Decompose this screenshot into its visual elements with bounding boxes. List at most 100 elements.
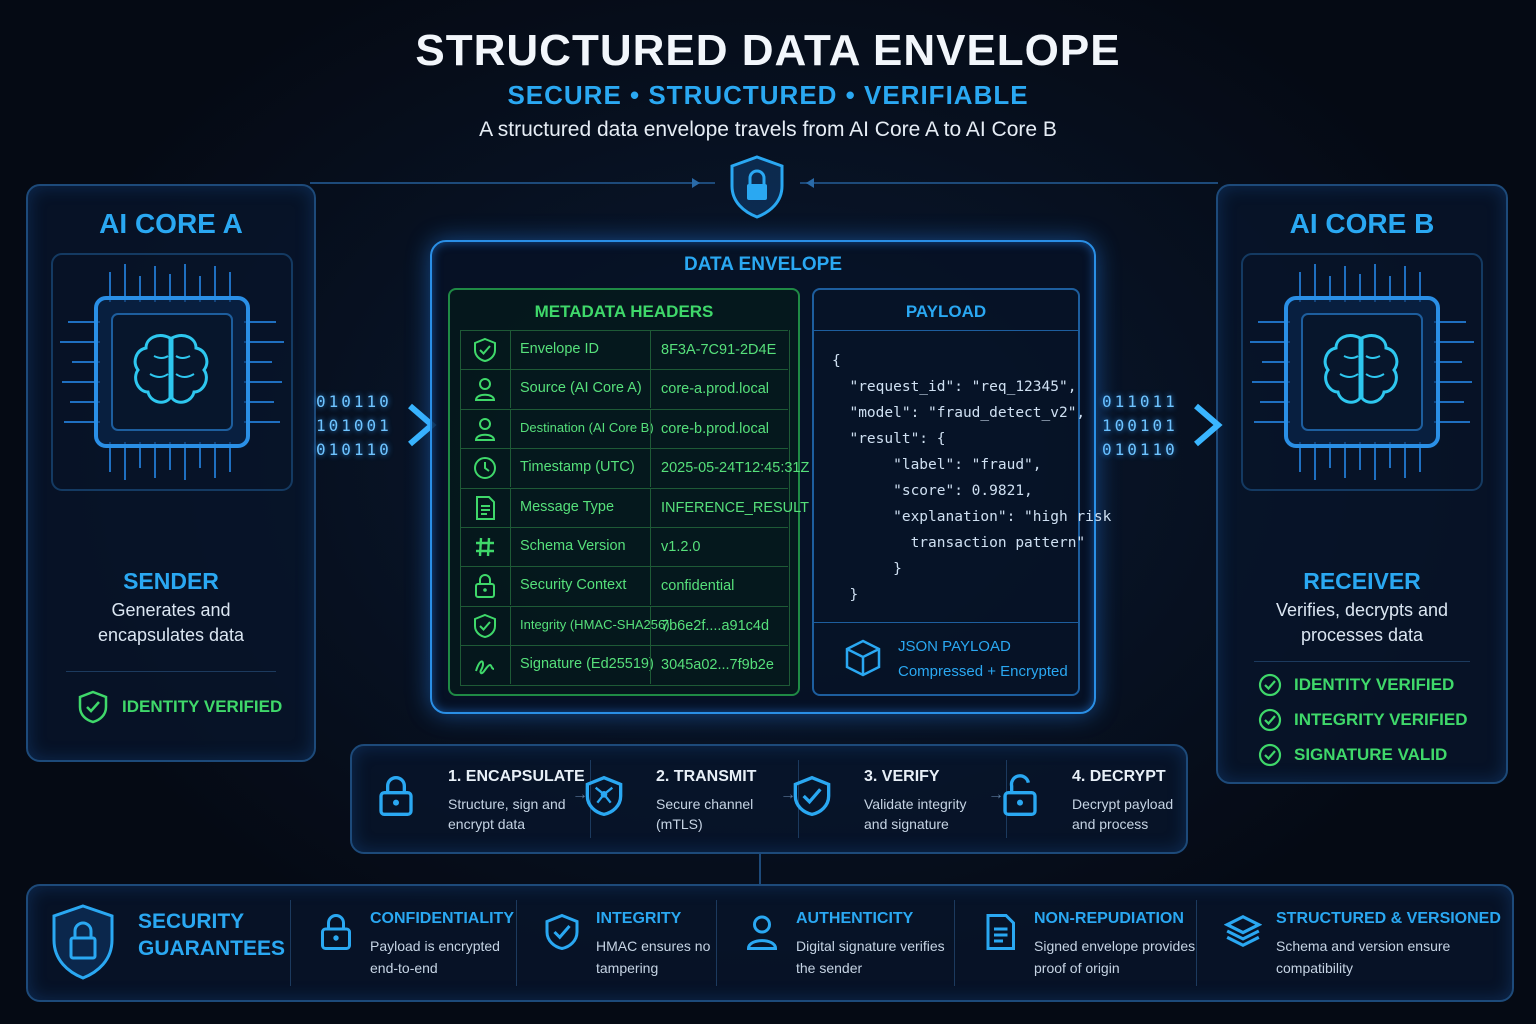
guarantees-title-2: GUARANTEES	[138, 937, 286, 960]
core-b-role: RECEIVER	[1303, 568, 1421, 594]
step-desc: Decrypt payload	[1072, 796, 1174, 812]
shield-check-icon	[792, 774, 832, 823]
metadata-value: 7b6e2f....a91c4d	[650, 606, 769, 645]
step-title: 3. VERIFY	[864, 768, 940, 785]
metadata-key: Timestamp (UTC)	[520, 459, 635, 476]
core-b-chip-icon	[1241, 253, 1483, 491]
bits-line: 010110	[316, 440, 392, 459]
hash-icon	[460, 528, 511, 566]
arrow-right-icon: →	[780, 786, 796, 803]
metadata-row: Envelope ID 8F3A-7C91-2D4E	[460, 330, 788, 369]
step-desc: Structure, sign and	[448, 796, 566, 812]
divider	[954, 900, 955, 986]
core-a-desc-1: Generates and	[111, 600, 231, 620]
code-line: "explanation": "high risk	[832, 509, 1112, 525]
step-title: 1. ENCAPSULATE	[448, 768, 585, 785]
metadata-key: Source (AI Core A)	[520, 380, 642, 397]
metadata-key: Integrity (HMAC-SHA256)	[520, 616, 670, 632]
layers-icon	[1223, 912, 1263, 955]
metadata-value: INFERENCE_RESULT	[650, 488, 809, 527]
metadata-key: Security Context	[520, 577, 627, 594]
metadata-key: Destination (AI Core B)	[520, 419, 654, 435]
shield-check-icon	[544, 912, 580, 957]
core-b-desc-1: Verifies, decrypts and	[1275, 600, 1449, 620]
metadata-key: Envelope ID	[520, 341, 599, 357]
page-title: STRUCTURED DATA ENVELOPE	[415, 26, 1121, 75]
user-icon	[460, 370, 511, 409]
bits-line: 100101	[1102, 416, 1178, 435]
cube-icon	[845, 639, 881, 677]
top-shield-lock-icon	[730, 155, 784, 219]
payload-code: { "request_id": "req_12345", "model": "f…	[832, 348, 1111, 608]
divider	[516, 900, 517, 986]
shield-check-icon	[460, 606, 511, 645]
bits-line: 011011	[1102, 392, 1178, 411]
metadata-row: Timestamp (UTC)2025-05-24T12:45:31Z	[460, 448, 809, 488]
data-envelope: DATA ENVELOPE METADATA HEADERS Envelope …	[430, 240, 1111, 714]
page-tagline: A structured data envelope travels from …	[479, 118, 1057, 141]
core-b-title: AI CORE B	[1289, 208, 1435, 239]
lock-icon	[318, 912, 354, 957]
payload-footer-title: JSON PAYLOAD	[898, 638, 1011, 655]
metadata-row: Integrity (HMAC-SHA256)7b6e2f....a91c4d	[460, 605, 788, 645]
document-icon	[982, 912, 1018, 957]
core-a-chip-icon	[51, 253, 293, 491]
code-line: transaction pattern"	[832, 535, 1086, 551]
network-shield-icon	[584, 774, 624, 823]
guarantee-desc: Payload is encrypted	[370, 938, 500, 954]
guarantee-desc: Digital signature verifies	[796, 938, 945, 954]
metadata-row: Signature (Ed25519)3045a02...7f9b2e	[460, 645, 788, 685]
metadata-value: 8F3A-7C91-2D4E	[650, 331, 776, 369]
guarantee-desc: Signed envelope provides	[1034, 938, 1196, 954]
guarantee-title: STRUCTURED & VERSIONED	[1276, 910, 1501, 927]
core-a-desc-2: encapsulates data	[97, 625, 245, 645]
code-line: "model": "fraud_detect_v2",	[832, 405, 1086, 421]
metadata-title: METADATA HEADERS	[534, 302, 714, 321]
core-b-check-integrity: INTEGRITY VERIFIED	[1294, 710, 1468, 729]
divider	[590, 760, 591, 838]
code-line: }	[832, 561, 902, 577]
divider	[290, 900, 291, 986]
check-circle-icon	[1258, 673, 1282, 697]
payload-footer-sub: Compressed + Encrypted	[898, 663, 1068, 680]
step-title: 4. DECRYPT	[1072, 768, 1166, 785]
guarantees-title-1: SECURITY	[138, 910, 245, 933]
metadata-value: 3045a02...7f9b2e	[650, 646, 774, 685]
arrow-right-icon: →	[572, 786, 588, 803]
document-icon	[460, 488, 511, 527]
core-b-check-signature: SIGNATURE VALID	[1294, 745, 1448, 764]
metadata-row: Source (AI Core A) core-a.prod.local	[460, 369, 788, 409]
core-a-check-identity: IDENTITY VERIFIED	[122, 697, 283, 716]
bits-line: 010110	[316, 392, 392, 411]
clock-icon	[460, 449, 511, 488]
user-icon	[460, 409, 511, 448]
metadata-value: confidential	[650, 567, 734, 606]
guarantee-desc: the sender	[796, 960, 863, 976]
metadata-table	[460, 330, 790, 686]
page-subtitle: SECURE • STRUCTURED • VERIFIABLE	[507, 80, 1029, 110]
metadata-headers: METADATA HEADERS Envelope ID 8F3A-7C91-2D…	[448, 288, 809, 696]
code-line: {	[832, 353, 841, 369]
shield-check-icon	[460, 331, 511, 369]
guarantee-title: INTEGRITY	[596, 910, 682, 927]
core-a-role: SENDER	[123, 568, 219, 594]
guarantee-desc: Schema and version ensure	[1276, 938, 1451, 954]
code-line: "result": {	[832, 431, 946, 447]
metadata-key: Signature (Ed25519)	[520, 656, 654, 673]
step-desc: (mTLS)	[656, 816, 703, 832]
metadata-value: core-a.prod.local	[650, 370, 769, 409]
guarantee-title: NON-REPUDIATION	[1034, 910, 1184, 927]
bits-line: 101001	[316, 416, 392, 435]
guarantee-title: AUTHENTICITY	[796, 910, 914, 927]
shield-check-icon	[78, 690, 108, 724]
code-line: "request_id": "req_12345",	[832, 379, 1077, 395]
guarantee-desc: compatibility	[1276, 960, 1354, 976]
payload-panel: PAYLOAD { "request_id": "req_12345", "mo…	[812, 288, 1111, 696]
metadata-value: v1.2.0	[650, 528, 701, 566]
divider	[798, 760, 799, 838]
divider	[716, 900, 717, 986]
